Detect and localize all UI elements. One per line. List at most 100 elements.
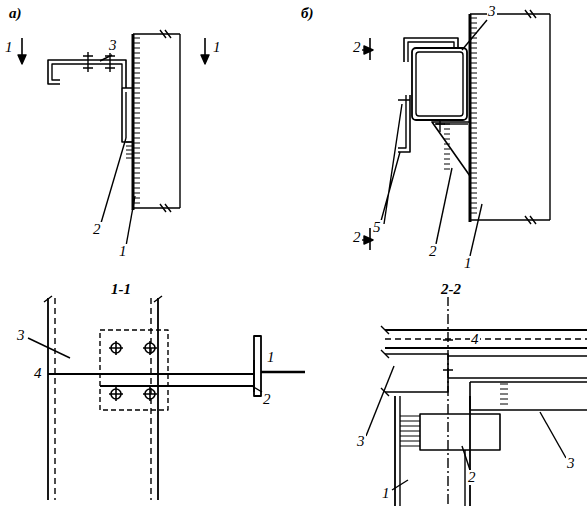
hatch-tick — [134, 78, 140, 79]
hatch-tick — [126, 146, 133, 147]
hatch-tick — [400, 431, 420, 432]
hatch-tick — [500, 399, 508, 400]
callout-number: 3 — [566, 456, 576, 471]
hatch-tick — [400, 436, 420, 437]
hatch-tick — [134, 148, 140, 149]
hatch-tick — [471, 43, 477, 44]
hatch-tick — [471, 38, 477, 39]
hatch-tick — [134, 193, 140, 194]
hatch-tick — [471, 128, 477, 129]
hatch-tick — [444, 144, 450, 145]
hatch-tick — [134, 48, 140, 49]
hatch-tick — [126, 142, 133, 143]
callout-number: 2 — [262, 392, 272, 407]
hatch-tick — [471, 18, 477, 19]
section-1-1 — [28, 296, 305, 500]
hatch-tick — [134, 108, 140, 109]
hatch-tick — [134, 183, 140, 184]
callout-number: 3 — [108, 38, 118, 53]
hatch-tick — [126, 150, 133, 151]
hatch-tick — [134, 173, 140, 174]
weld-hatching — [126, 18, 508, 446]
hatch-tick — [471, 83, 477, 84]
hatch-tick — [444, 159, 450, 160]
hatch-tick — [134, 128, 140, 129]
callout-number: 3 — [16, 328, 26, 343]
hatch-tick — [471, 78, 477, 79]
hatch-tick — [134, 113, 140, 114]
hatch-tick — [471, 193, 477, 194]
hatch-tick — [134, 143, 140, 144]
hatch-tick — [134, 98, 140, 99]
hatch-tick — [471, 68, 477, 69]
hatch-tick — [134, 38, 140, 39]
hatch-tick — [444, 154, 450, 155]
hatch-tick — [471, 203, 477, 204]
callout-number: 3 — [487, 4, 497, 19]
hatch-tick — [134, 83, 140, 84]
hatch-tick — [400, 446, 420, 447]
view-b — [355, 10, 550, 256]
hatch-tick — [400, 421, 420, 422]
hatch-tick — [471, 33, 477, 34]
hatch-tick — [471, 113, 477, 114]
hatch-tick — [134, 118, 140, 119]
hatch-tick — [471, 23, 477, 24]
hatch-tick — [471, 28, 477, 29]
hatch-tick — [471, 138, 477, 139]
hatch-tick — [134, 158, 140, 159]
hatch-tick — [134, 133, 140, 134]
callout-number: 2 — [467, 470, 477, 485]
hatch-tick — [471, 48, 477, 49]
hatch-tick — [134, 153, 140, 154]
hatch-tick — [471, 93, 477, 94]
hatch-tick — [134, 178, 140, 179]
hatch-tick — [471, 118, 477, 119]
hatch-tick — [400, 441, 420, 442]
hatch-tick — [471, 173, 477, 174]
hatch-tick — [471, 53, 477, 54]
hatch-tick — [471, 178, 477, 179]
hatch-tick — [471, 188, 477, 189]
hatch-tick — [444, 129, 450, 130]
hatch-tick — [500, 384, 508, 385]
hatch-tick — [471, 88, 477, 89]
section-mark: 2 — [352, 230, 362, 245]
section-mark: 1 — [4, 40, 14, 55]
section-2-2 — [366, 296, 587, 506]
hatch-tick — [471, 153, 477, 154]
view-a — [18, 30, 209, 246]
section-label: 1-1 — [110, 282, 132, 297]
hatch-tick — [471, 73, 477, 74]
hatch-tick — [134, 138, 140, 139]
hatch-tick — [471, 168, 477, 169]
hatch-tick — [400, 416, 420, 417]
hatch-tick — [134, 88, 140, 89]
hatch-tick — [471, 63, 477, 64]
callout-number: 3 — [356, 434, 366, 449]
hatch-tick — [471, 183, 477, 184]
callout-number: 1 — [118, 244, 128, 259]
hatch-tick — [471, 98, 477, 99]
hatch-tick — [471, 208, 477, 209]
hatch-tick — [471, 58, 477, 59]
callout-number: 1 — [463, 256, 473, 271]
hatch-tick — [471, 158, 477, 159]
callout-number: 1 — [266, 350, 276, 365]
hatch-tick — [134, 43, 140, 44]
hatch-tick — [134, 203, 140, 204]
hatch-tick — [134, 93, 140, 94]
hatch-tick — [444, 169, 450, 170]
hatch-tick — [471, 198, 477, 199]
hatch-tick — [471, 163, 477, 164]
hatch-tick — [444, 124, 450, 125]
hatch-tick — [134, 188, 140, 189]
hatch-tick — [500, 394, 508, 395]
hatch-tick — [134, 63, 140, 64]
hatch-tick — [471, 143, 477, 144]
hatch-tick — [500, 389, 508, 390]
section-mark: 1 — [212, 40, 222, 55]
view-label: а) — [8, 6, 23, 21]
hatch-tick — [471, 103, 477, 104]
callout-number: 5 — [372, 220, 382, 235]
